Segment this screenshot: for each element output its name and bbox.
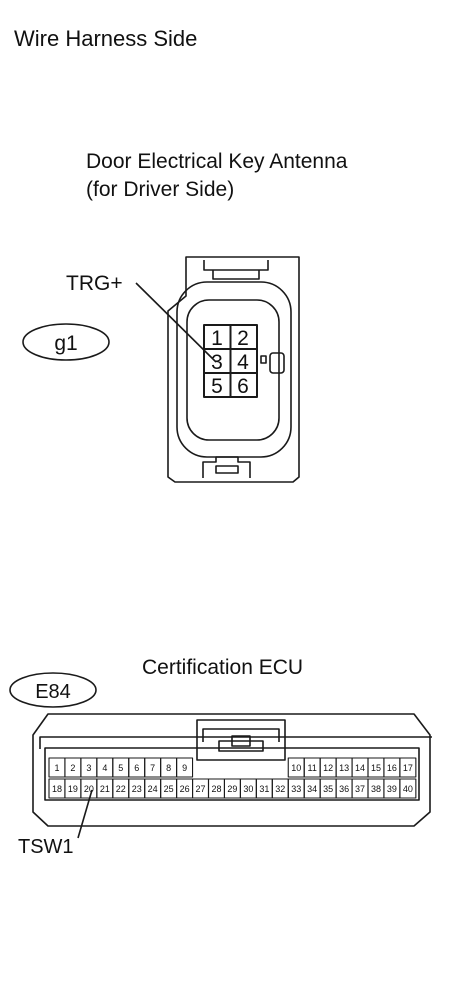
pin-label: 7: [150, 763, 155, 773]
e84-connector-code: E84: [35, 681, 71, 703]
ecu-connector-body: [32, 713, 432, 827]
pin-label: 22: [116, 784, 126, 794]
tsw-callout-label: TSW1: [18, 836, 74, 858]
pin-label: 35: [323, 784, 333, 794]
g1-code-oval: [22, 323, 110, 361]
pin-label: 1: [211, 327, 223, 350]
pin-label: 39: [387, 784, 397, 794]
pin-label: 3: [86, 763, 91, 773]
pin-label: 34: [307, 784, 317, 794]
pin-label: 24: [148, 784, 158, 794]
tsw-callout-line: [77, 789, 93, 839]
pin-label: 38: [371, 784, 381, 794]
pin-label: 2: [237, 327, 249, 350]
pin-label: 15: [371, 763, 381, 773]
pin-label: 20: [84, 784, 94, 794]
pin-label: 31: [259, 784, 269, 794]
pin-label: 5: [118, 763, 123, 773]
pin-label: 5: [211, 375, 223, 398]
pin-label: 32: [275, 784, 285, 794]
pin-cavity: [176, 757, 194, 778]
trg-callout-label: TRG+: [66, 272, 123, 295]
pin-label: 13: [339, 763, 349, 773]
trg-callout-line: [135, 282, 217, 363]
pin-label: 3: [211, 351, 223, 374]
pin-label: 37: [355, 784, 365, 794]
pin-label: 6: [134, 763, 139, 773]
pin-label: 33: [291, 784, 301, 794]
pin-label: 18: [52, 784, 62, 794]
pin-label: 10: [291, 763, 301, 773]
pin-label: 6: [237, 375, 249, 398]
ecu-connector-name: Certification ECU: [142, 656, 304, 679]
pin-label: 23: [132, 784, 142, 794]
pin-label: 19: [68, 784, 78, 794]
pin-cavity: [399, 757, 417, 778]
pin-label: 12: [323, 763, 333, 773]
pin-label: 25: [164, 784, 174, 794]
pin-label: 4: [102, 763, 107, 773]
pin-label: 27: [196, 784, 206, 794]
pin-label: 29: [227, 784, 237, 794]
pin-label: 36: [339, 784, 349, 794]
pin-label: 9: [182, 763, 187, 773]
pin-label: 11: [308, 763, 317, 773]
pin-label: 30: [243, 784, 253, 794]
antenna-connector-body: [167, 256, 300, 483]
diagram-title: Wire Harness Side: [14, 26, 198, 51]
g1-connector-code: g1: [54, 332, 77, 355]
pin-cavity: [399, 778, 417, 799]
pin-label: 21: [100, 784, 110, 794]
pin-label: 14: [355, 763, 365, 773]
pin-label: 16: [387, 763, 397, 773]
pin-label: 17: [403, 763, 413, 773]
pin-label: 4: [237, 351, 249, 374]
pin-label: 26: [180, 784, 190, 794]
pin-label: 8: [166, 763, 171, 773]
pin-label: 2: [70, 763, 75, 773]
antenna-connector-subtitle: (for Driver Side): [86, 178, 235, 201]
pin-label: 40: [403, 784, 413, 794]
e84-code-oval: [9, 672, 97, 708]
pin-label: 28: [211, 784, 221, 794]
pin-label: 1: [54, 763, 59, 773]
antenna-connector-name: Door Electrical Key Antenna: [86, 150, 348, 173]
